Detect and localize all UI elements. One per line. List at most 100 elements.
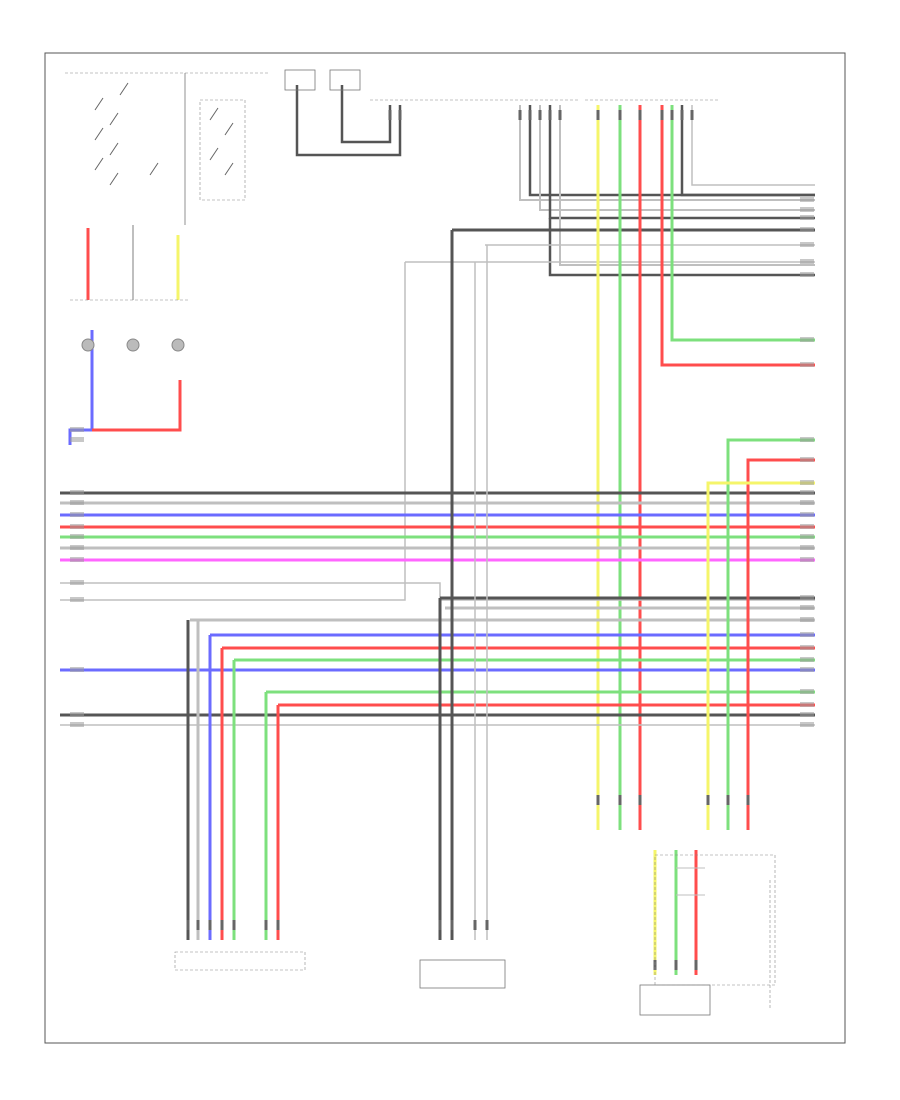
wire-code-label-800-537 (800, 534, 814, 539)
wire-code-label-70-537 (70, 534, 84, 539)
terminal-pin (638, 795, 642, 805)
wire-code-label-70-600 (70, 597, 84, 602)
terminal-pin (208, 920, 212, 930)
terminal-pin (276, 920, 280, 930)
wire-code-label-70-493 (70, 490, 84, 495)
switch-contact-5 (109, 172, 119, 186)
terminal-pin (670, 110, 674, 120)
terminal-pin (538, 110, 542, 120)
wire-code-label-800-483 (800, 480, 814, 485)
telephone-microphone-box (639, 984, 711, 1016)
wire-code-label-800-210 (800, 207, 814, 212)
wire-code-label-800-440 (800, 437, 814, 442)
terminal-pin (746, 795, 750, 805)
gray-wire-3 (539, 105, 815, 211)
wire-code-label-70-515 (70, 512, 84, 517)
terminal-pin (690, 110, 694, 120)
switch-contact-4 (94, 157, 104, 171)
black-wire-19 (340, 85, 392, 144)
red-wire-14 (660, 105, 815, 367)
terminal-pin (618, 795, 622, 805)
green-wire-39 (726, 438, 815, 830)
wire-code-label-800-230 (800, 227, 814, 232)
terminal-pin (473, 920, 477, 930)
terminal-pin (186, 920, 190, 930)
wire-code-label-70-440 (70, 437, 84, 442)
pad-switch-contact-1 (224, 122, 234, 136)
terminal-pin (680, 110, 684, 120)
switch-contact-3 (109, 142, 119, 156)
wire-code-label-800-692 (800, 689, 814, 694)
wire-code-label-800-648 (800, 645, 814, 650)
black-wire-16 (680, 105, 815, 197)
terminal-pin (694, 960, 698, 970)
wire-code-label-800-503 (800, 500, 814, 505)
wire-code-label-70-548 (70, 545, 84, 550)
wire-code-label-800-275 (800, 272, 814, 277)
connector-circle-0 (81, 338, 95, 352)
wire-code-label-800-548 (800, 545, 814, 550)
wire-code-label-70-670 (70, 667, 84, 672)
multi-display-connector (419, 959, 506, 989)
switch-contact-6 (119, 82, 129, 96)
wire-layer (60, 85, 815, 975)
gray-wire-1 (519, 105, 815, 201)
wire-code-label-800-670 (800, 667, 814, 672)
wire-code-label-800-527 (800, 524, 814, 529)
wire-code-label-800-608 (800, 605, 814, 610)
wire-code-label-800-560 (800, 557, 814, 562)
wire-code-label-800-460 (800, 457, 814, 462)
wire-code-label-70-725 (70, 722, 84, 727)
gray-wire-8 (60, 262, 406, 601)
radio-receiver-connector-2 (174, 951, 306, 971)
switch-contact-0 (94, 97, 104, 111)
terminal-pin (596, 795, 600, 805)
wire-code-label-800-245 (800, 242, 814, 247)
wire-code-label-800-598 (800, 595, 814, 600)
wire-code-label-800-515 (800, 512, 814, 517)
terminal-pin (638, 110, 642, 120)
yellow-wire-41 (706, 481, 815, 830)
terminal-pin (528, 110, 532, 120)
terminal-pin (220, 920, 224, 930)
terminal-pin (726, 795, 730, 805)
antenna-mixer-1-box (284, 69, 316, 91)
gray-wire-6 (559, 105, 815, 266)
diagram-frame (44, 52, 846, 1044)
steering-pad-switch-outline (199, 99, 246, 201)
overhead-console-outline (654, 854, 776, 986)
wire-code-label-800-660 (800, 657, 814, 662)
wire-code-label-70-430 (70, 427, 84, 432)
wire-code-label-70-503 (70, 500, 84, 505)
wire-code-label-800-725 (800, 722, 814, 727)
pad-switch-contact-2 (209, 147, 219, 161)
terminal-pin (558, 110, 562, 120)
terminal-pin (438, 920, 442, 930)
wire-code-label-800-262 (800, 259, 814, 264)
wire-code-label-800-493 (800, 490, 814, 495)
red-wire-40 (746, 458, 815, 830)
gray-wire-27 (60, 582, 815, 601)
connector-circle-1 (126, 338, 140, 352)
terminal-pin (264, 920, 268, 930)
wire-code-label-70-715 (70, 712, 84, 717)
wire-code-label-800-218 (800, 215, 814, 220)
black-wire-18 (295, 85, 402, 157)
terminal-pin (196, 920, 200, 930)
antenna-mixer-2-box (329, 69, 361, 91)
wire-code-label-800-620 (800, 617, 814, 622)
terminal-pin (388, 110, 392, 120)
terminal-pin (618, 110, 622, 120)
green-wire-15 (670, 105, 815, 342)
switch-contact-1 (109, 112, 119, 126)
terminal-pin (660, 110, 664, 120)
terminal-pin (398, 110, 402, 120)
terminal-pin (548, 110, 552, 120)
wire-code-label-70-583 (70, 580, 84, 585)
gray-wire-17 (691, 105, 815, 186)
connector-circle-2 (171, 338, 185, 352)
wire-code-label-800-635 (800, 632, 814, 637)
terminal-pin (450, 920, 454, 930)
pad-switch-contact-3 (224, 162, 234, 176)
terminal-pin (485, 920, 489, 930)
